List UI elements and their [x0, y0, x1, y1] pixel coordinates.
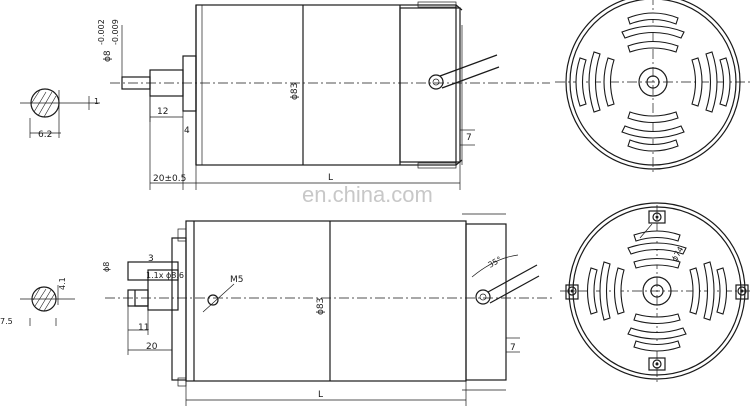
m5-label: M5	[230, 275, 244, 285]
shaft-tol-lower: -0.009	[111, 19, 120, 45]
dim-20: 20	[146, 342, 158, 352]
watermark-text: en.china.com	[302, 182, 433, 207]
dim-12: 12	[157, 107, 168, 117]
shaft-dia-bottom: ϕ8	[102, 262, 111, 272]
dim-20-05: 20±0.5	[153, 174, 186, 184]
angle-35: 35°	[487, 255, 504, 270]
dim-7-top: 7	[466, 133, 472, 143]
motor-side-view-top: ϕ8 -0.002 -0.009 12 4 ϕ83 20±0.5 L 7	[97, 1, 550, 190]
dim-L-top: L	[328, 173, 333, 183]
shaft-section-top: 6.2 1	[20, 88, 100, 140]
shaft-tol-upper: -0.002	[97, 19, 106, 45]
dim-section-side: 1	[94, 97, 99, 106]
key-tol-label: 7.5	[0, 317, 13, 326]
motor-side-view-bottom: M5 3 1.1x ϕ8.6 ϕ8 11 20 ϕ83 L 7 35°	[102, 213, 555, 406]
dim-11: 11	[138, 323, 149, 333]
dim-7-bottom: 7	[510, 343, 516, 353]
dim-L-bottom: L	[318, 390, 323, 400]
motor-end-view-top	[555, 0, 750, 175]
dim-62-label: 6.2	[38, 130, 52, 140]
body-dia-top: ϕ83	[290, 83, 300, 100]
body-dia-bottom: ϕ83	[316, 298, 326, 315]
shaft-dia-label: ϕ8	[103, 50, 113, 62]
shaft-section-bottom: 7.5 4.1	[0, 277, 75, 326]
dim-3: 3	[148, 254, 154, 264]
motor-end-view-bottom: ϕ74	[560, 202, 750, 385]
dim-4: 4	[184, 126, 190, 136]
key-height-label: 4.1	[58, 277, 67, 290]
key-label: 1.1x ϕ8.6	[146, 271, 184, 280]
